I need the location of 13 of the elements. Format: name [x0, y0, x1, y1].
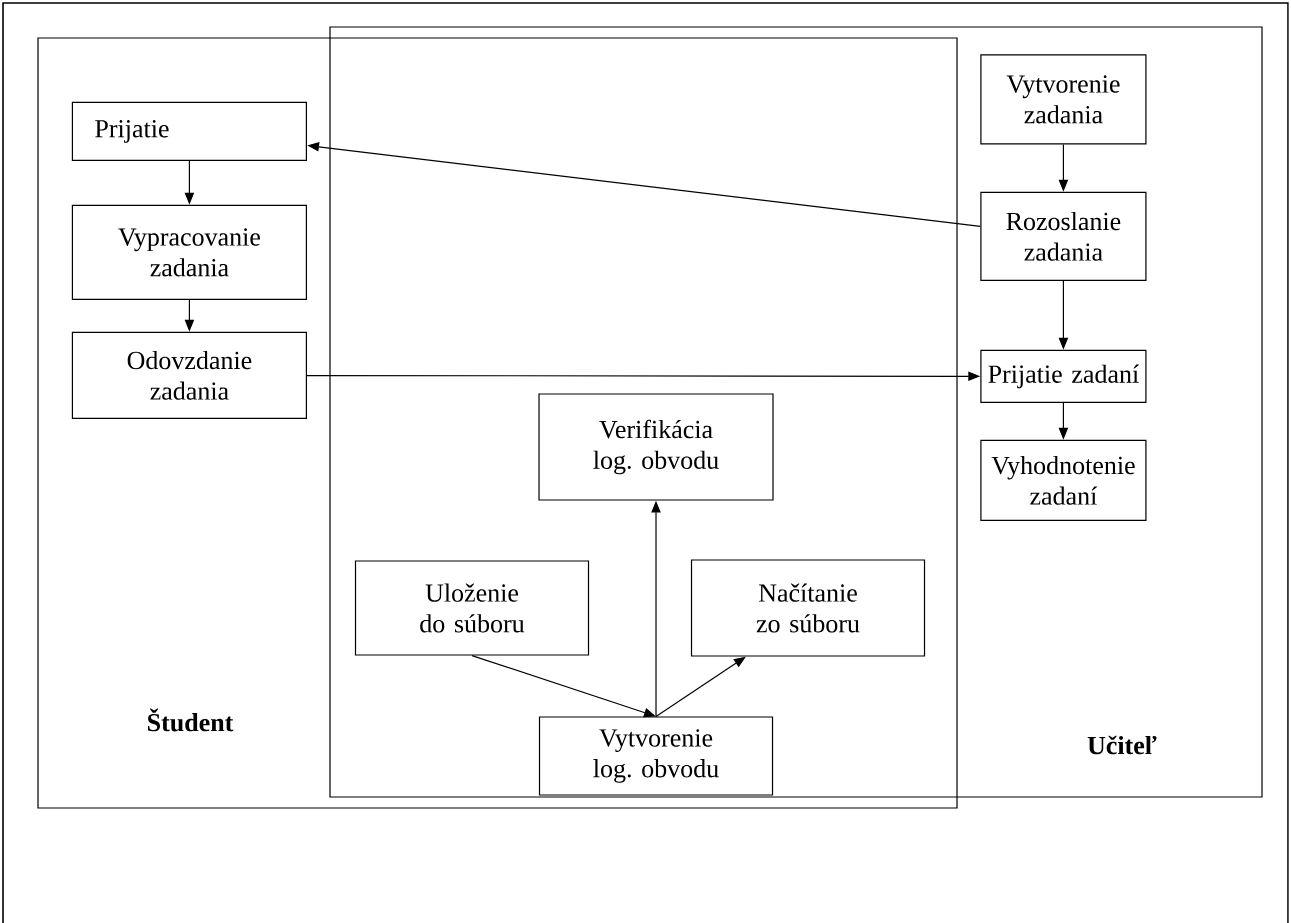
process-box: Vypracovanie zadania — [71, 204, 307, 300]
process-box: Verifikácia log. obvodu — [538, 393, 774, 501]
process-box: Prijatie zadaní — [980, 349, 1147, 403]
process-box: Načítanie zo súboru — [690, 559, 926, 657]
process-box: Odovzdanie zadania — [71, 331, 307, 419]
process-box: Prijatie — [71, 101, 307, 161]
process-box: Vyhodnotenie zadaní — [980, 439, 1147, 521]
process-box: Uloženie do súboru — [354, 560, 590, 656]
arrow — [471, 655, 656, 718]
process-box: Vytvorenie zadania — [980, 54, 1147, 145]
arrow — [655, 656, 746, 717]
process-box: Rozoslanie zadania — [980, 191, 1147, 281]
process-box: Vytvorenie log. obvodu — [538, 716, 774, 796]
